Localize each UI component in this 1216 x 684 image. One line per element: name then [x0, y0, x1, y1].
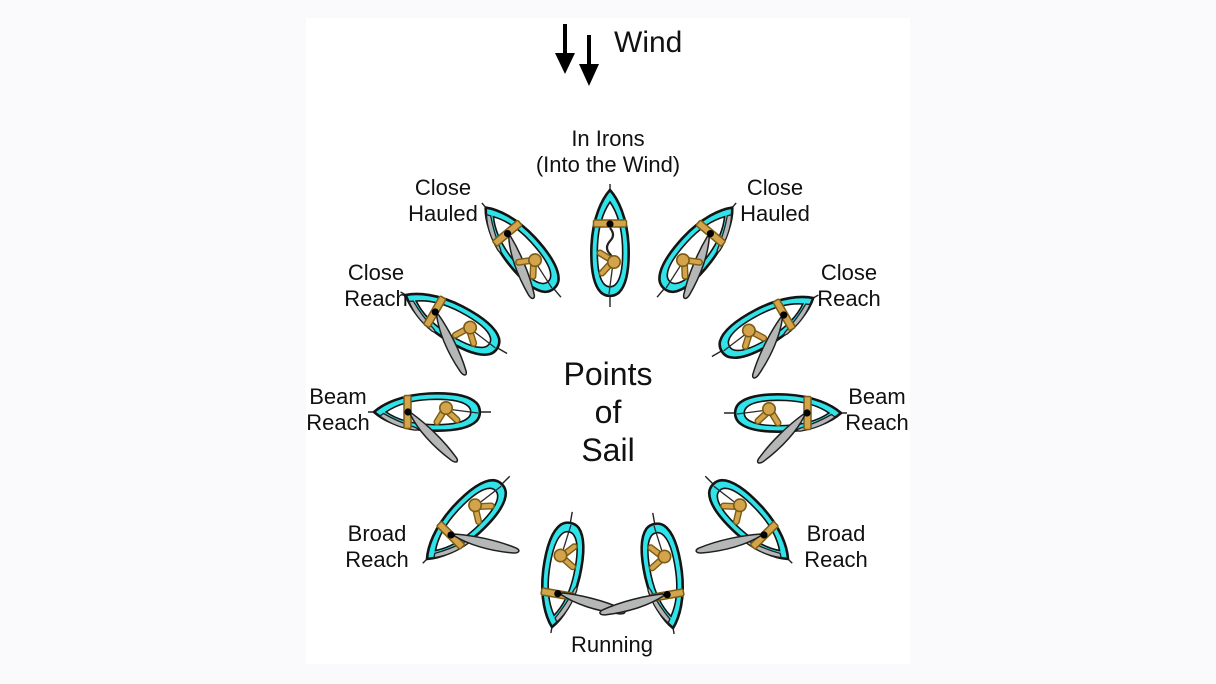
- crew: [515, 253, 553, 289]
- sailboat-close-hauled-left: [458, 183, 588, 321]
- mast-dot: [431, 308, 439, 316]
- crew: [736, 402, 782, 427]
- label-line: Broad: [806, 521, 866, 546]
- mast-dot: [447, 531, 455, 539]
- label-line: Reach: [344, 286, 408, 311]
- main-sail: [435, 313, 468, 376]
- sailboat-broad-reach-left: [401, 451, 535, 585]
- point-of-sail-label-in-irons: In Irons(Into the Wind): [536, 126, 680, 178]
- sailboat-beam-reach-left: [367, 382, 497, 463]
- wind-arrows-icon: [555, 24, 599, 86]
- mast-dot: [663, 591, 671, 599]
- title-line: Points: [563, 356, 653, 392]
- label-line: Beam: [309, 384, 367, 409]
- diagram-title: Points of Sail: [564, 355, 653, 469]
- main-sail: [682, 235, 711, 300]
- crew: [665, 253, 703, 289]
- main-sail: [452, 533, 520, 554]
- mast-dot: [760, 531, 768, 539]
- label-line: Beam: [848, 384, 906, 409]
- label-line: Reach: [817, 286, 881, 311]
- mast-dot: [404, 408, 412, 416]
- label-line: In Irons: [571, 126, 645, 151]
- label-line: Close: [746, 175, 804, 200]
- crew: [723, 323, 768, 352]
- label-line: Running: [571, 632, 653, 657]
- main-sail: [751, 316, 784, 379]
- label-line: Broad: [347, 521, 407, 546]
- main-sail: [507, 235, 536, 300]
- label-line: Reach: [845, 410, 909, 435]
- main-sail: [695, 533, 763, 554]
- label-line: Close: [820, 260, 878, 285]
- crew: [433, 401, 479, 426]
- main-sail: [409, 412, 459, 463]
- crew: [553, 524, 578, 571]
- point-of-sail-label-running: Running: [571, 632, 653, 658]
- label-line: Close: [414, 175, 472, 200]
- sailboat-close-hauled-right: [630, 183, 760, 321]
- sailboat-close-reach-left: [385, 266, 528, 383]
- label-line: Hauled: [740, 201, 810, 226]
- wind-indicator: Wind: [552, 20, 682, 92]
- crew: [451, 320, 496, 349]
- crew: [468, 485, 502, 526]
- mast-dot: [803, 409, 811, 417]
- title-line: of: [594, 394, 622, 430]
- crew: [713, 485, 747, 526]
- mast-dot: [606, 220, 614, 228]
- sailboat-running-right: [599, 502, 704, 640]
- crew: [647, 525, 672, 572]
- main-sail: [756, 413, 806, 464]
- sailboat-running-left: [521, 501, 626, 639]
- label-line: Hauled: [408, 201, 478, 226]
- mast-dot: [503, 230, 512, 238]
- label-line: Reach: [804, 547, 868, 572]
- sailboat-close-reach-right: [692, 269, 835, 386]
- crew: [596, 249, 621, 295]
- sailboat-beam-reach-right: [718, 383, 848, 464]
- points-of-sail-diagram: Wind Points of Sail In Irons(Into the Wi…: [306, 18, 910, 664]
- label-line: Close: [347, 260, 405, 285]
- main-sail: [599, 593, 666, 616]
- mast-dot: [554, 590, 562, 598]
- title-line: Sail: [581, 432, 635, 468]
- sailboat-broad-reach-right: [680, 451, 814, 585]
- mast-dot: [706, 230, 715, 238]
- label-line: (Into the Wind): [535, 152, 681, 177]
- label-line: Reach: [345, 547, 409, 572]
- wind-label: Wind: [614, 26, 683, 59]
- mast-dot: [780, 311, 788, 319]
- sailboat-in-irons: [580, 183, 640, 313]
- label-line: Reach: [306, 410, 370, 435]
